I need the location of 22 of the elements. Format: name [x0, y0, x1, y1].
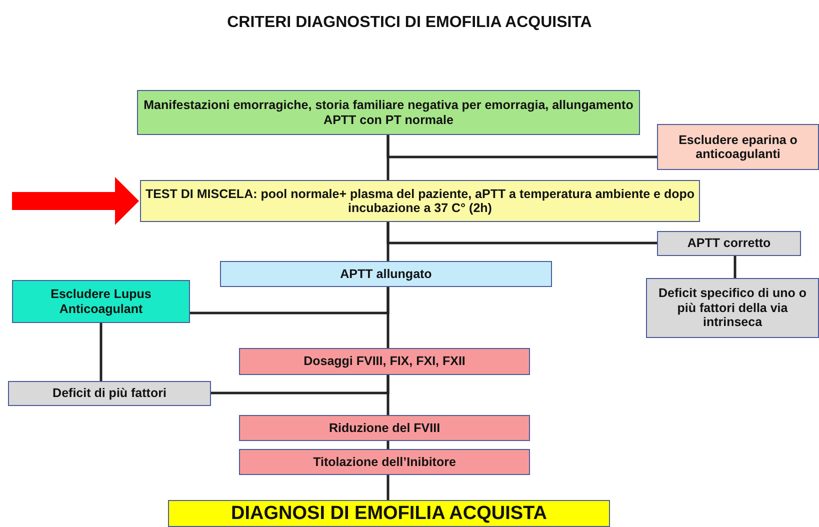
process-box: Escludere eparina o anticoagulanti [657, 124, 819, 170]
diagnosis-box: DIAGNOSI DI EMOFILIA ACQUISTA [168, 500, 610, 527]
connector-line [734, 256, 736, 278]
process-box: Manifestazioni emorragiche, storia familiare negativa per emorragia, allungamento APTT con PT normale [137, 90, 640, 135]
process-box: Escludere Lupus Anticoagulant [12, 280, 190, 323]
process-box: APTT allungato [220, 261, 552, 287]
connector-line [386, 135, 657, 158]
process-box: Titolazione dell’Inibitore [239, 449, 530, 475]
process-box: Deficit specifico di uno o più fattori della via intrinseca [646, 278, 819, 338]
process-box: TEST DI MISCELA: pool normale+ plasma del paziente, aPTT a temperatura ambiente e dopo incubazione a 37 C° (2h) [140, 180, 700, 222]
process-box: Deficit di più fattori [8, 381, 211, 406]
process-box: Dosaggi FVIII, FIX, FXI, FXII [239, 348, 530, 375]
process-box: APTT corretto [657, 231, 801, 256]
connector-line [386, 375, 390, 415]
process-box: Riduzione del FVIII [239, 415, 530, 441]
diagram-title: CRITERI DIAGNOSTICI DI EMOFILIA ACQUISITA [226, 14, 593, 32]
arrow [12, 177, 139, 225]
connector-line [386, 441, 390, 449]
connector-line [190, 287, 390, 314]
connector-line [100, 323, 102, 381]
connector-line [386, 222, 657, 244]
connector-line [386, 475, 390, 500]
